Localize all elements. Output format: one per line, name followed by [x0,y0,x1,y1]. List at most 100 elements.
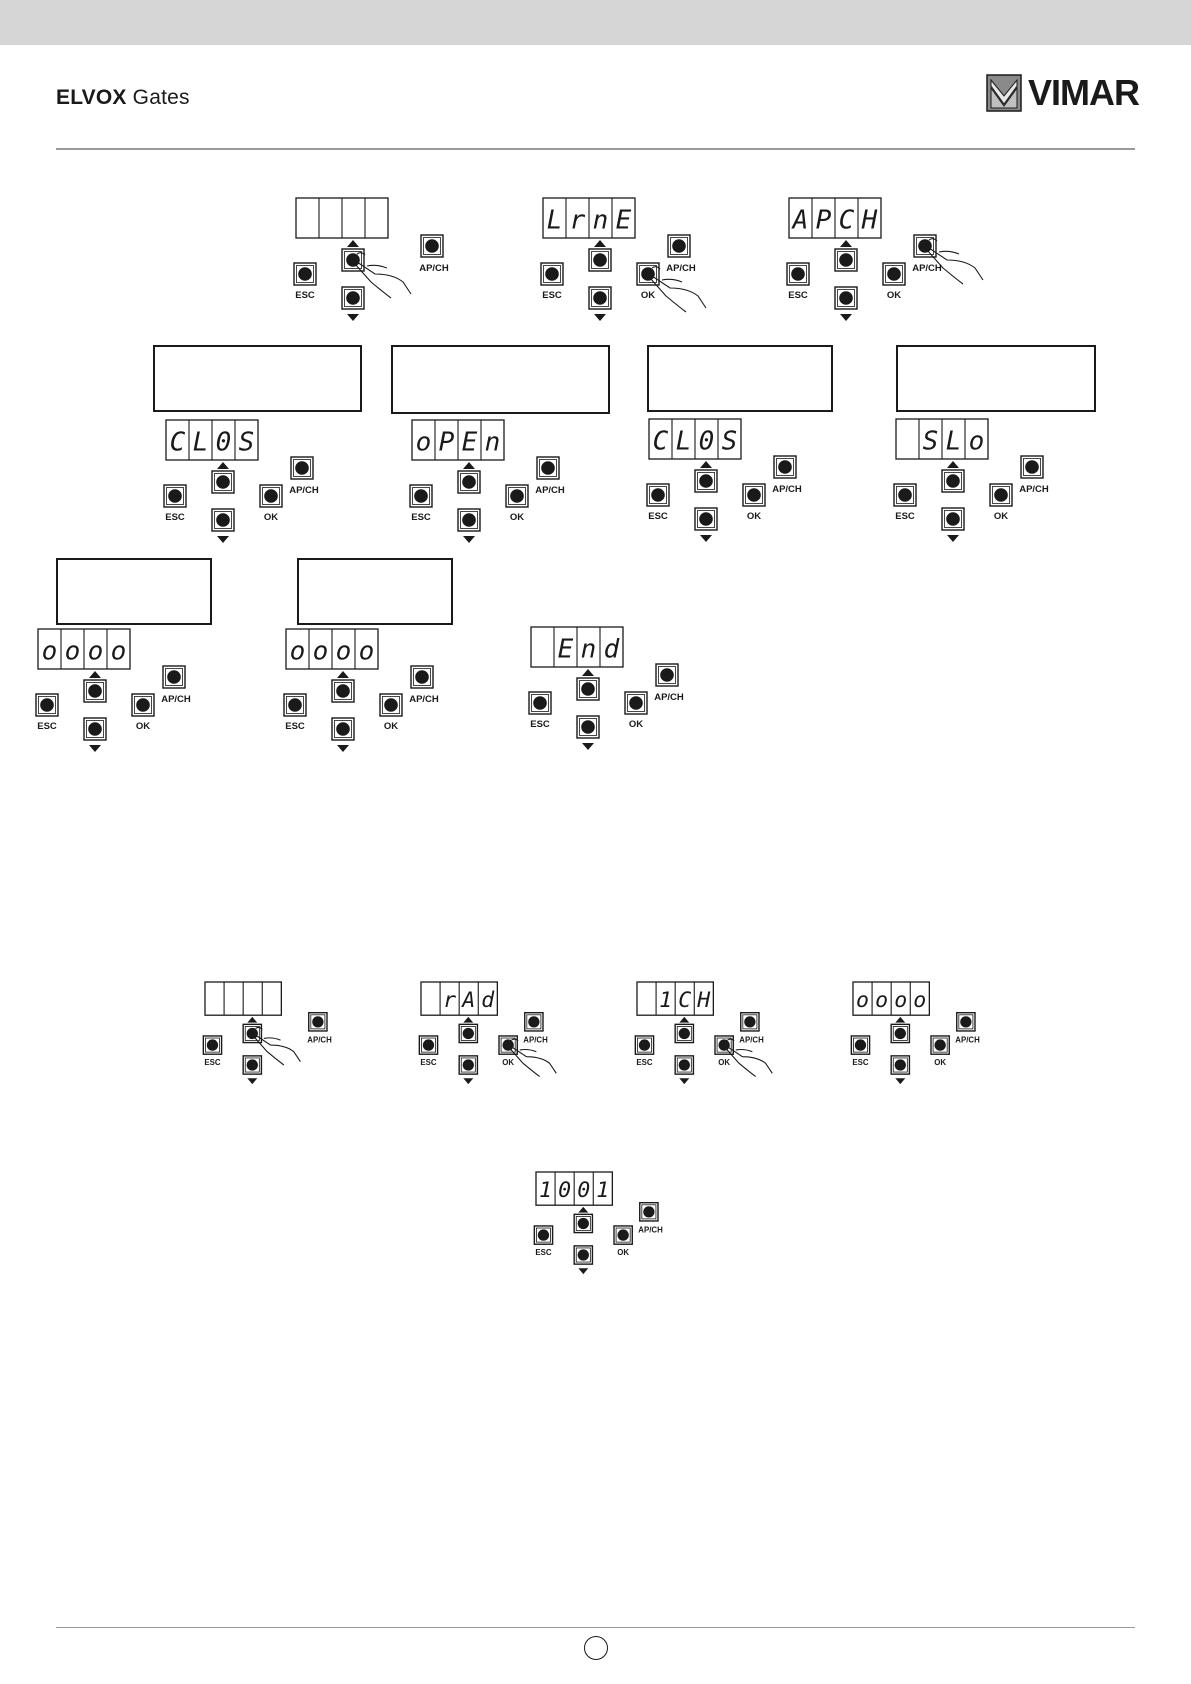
up-button[interactable] [588,248,612,272]
ok-label: OK [887,290,901,301]
down-button[interactable] [674,1055,695,1075]
up-button[interactable] [834,248,858,272]
apch-button[interactable] [956,1012,976,1032]
esc-button[interactable] [533,1225,554,1245]
up-button[interactable] [341,248,365,272]
up-button[interactable] [941,469,965,493]
up-button[interactable] [331,679,355,703]
esc-button[interactable] [646,483,670,507]
esc-button[interactable] [293,262,317,286]
ok-button[interactable] [742,483,766,507]
pressing-hand-icon [506,1038,557,1078]
ok-button[interactable] [882,262,906,286]
esc-button[interactable] [540,262,564,286]
down-arrow-icon [700,535,712,542]
display-digit: L [676,426,692,456]
down-button[interactable] [941,507,965,531]
esc-button[interactable] [35,693,59,717]
apch-button[interactable] [410,665,434,689]
up-button[interactable] [83,679,107,703]
up-arrow-icon [337,671,349,678]
ok-button[interactable] [989,483,1013,507]
apch-button[interactable] [667,234,691,258]
down-button[interactable] [588,286,612,310]
up-arrow-icon [347,240,359,247]
ok-button[interactable] [613,1225,633,1245]
down-button[interactable] [242,1055,263,1075]
esc-button[interactable] [283,693,307,717]
down-button[interactable] [457,508,481,532]
ok-label: OK [629,719,643,730]
ok-button[interactable] [498,1035,518,1055]
up-button[interactable] [573,1213,594,1234]
up-button[interactable] [211,470,235,494]
text-box [153,345,362,412]
apch-button[interactable] [1020,455,1044,479]
down-button[interactable] [341,286,365,310]
ok-label: OK [934,1058,946,1067]
up-button[interactable] [458,1023,479,1044]
up-arrow-icon [947,461,959,468]
apch-label: AP/CH [161,694,191,705]
esc-button[interactable] [528,691,552,715]
apch-button[interactable] [639,1202,659,1222]
apch-label: AP/CH [772,484,802,495]
esc-button[interactable] [634,1035,655,1055]
esc-button[interactable] [850,1035,871,1055]
up-button[interactable] [890,1023,911,1044]
ok-button[interactable] [379,693,403,717]
esc-button[interactable] [418,1035,439,1055]
down-button[interactable] [834,286,858,310]
apch-label: AP/CH [307,1036,332,1045]
up-button[interactable] [694,469,718,493]
up-button[interactable] [457,470,481,494]
down-button[interactable] [331,717,355,741]
ok-button[interactable] [930,1035,950,1055]
down-button[interactable] [573,1245,594,1265]
display-digit: r [570,205,586,235]
apch-button[interactable] [420,234,444,258]
apch-button[interactable] [655,663,679,687]
down-button[interactable] [576,715,600,739]
apch-button[interactable] [740,1012,760,1032]
ok-button[interactable] [259,484,283,508]
down-button[interactable] [83,717,107,741]
apch-button[interactable] [308,1012,328,1032]
apch-label: AP/CH [523,1036,548,1045]
text-box [647,345,833,412]
esc-button[interactable] [202,1035,223,1055]
esc-button[interactable] [893,483,917,507]
ok-button[interactable] [636,262,660,286]
up-button[interactable] [576,677,600,701]
up-arrow-icon [463,1016,474,1023]
ok-button[interactable] [131,693,155,717]
esc-button[interactable] [409,484,433,508]
apch-button[interactable] [913,234,937,258]
apch-button[interactable] [536,456,560,480]
display-digit: P [816,205,832,235]
display-digit: 1 [659,988,672,1013]
down-button[interactable] [890,1055,911,1075]
apch-button[interactable] [524,1012,544,1032]
ok-label: OK [510,512,524,523]
page-number-circle [584,1636,608,1660]
esc-button[interactable] [163,484,187,508]
apch-button[interactable] [162,665,186,689]
up-button[interactable] [674,1023,695,1044]
pressing-hand-icon [250,1026,301,1066]
down-button[interactable] [694,507,718,531]
apch-label: AP/CH [289,485,319,496]
display-digit: S [923,426,939,456]
ok-button[interactable] [505,484,529,508]
down-button[interactable] [458,1055,479,1075]
apch-label: AP/CH [535,485,565,496]
pressing-hand-icon [645,266,707,313]
apch-button[interactable] [290,456,314,480]
display-digit: S [239,427,255,457]
apch-button[interactable] [773,455,797,479]
display-digit: 1 [539,1178,552,1203]
esc-button[interactable] [786,262,810,286]
ok-button[interactable] [624,691,648,715]
down-button[interactable] [211,508,235,532]
